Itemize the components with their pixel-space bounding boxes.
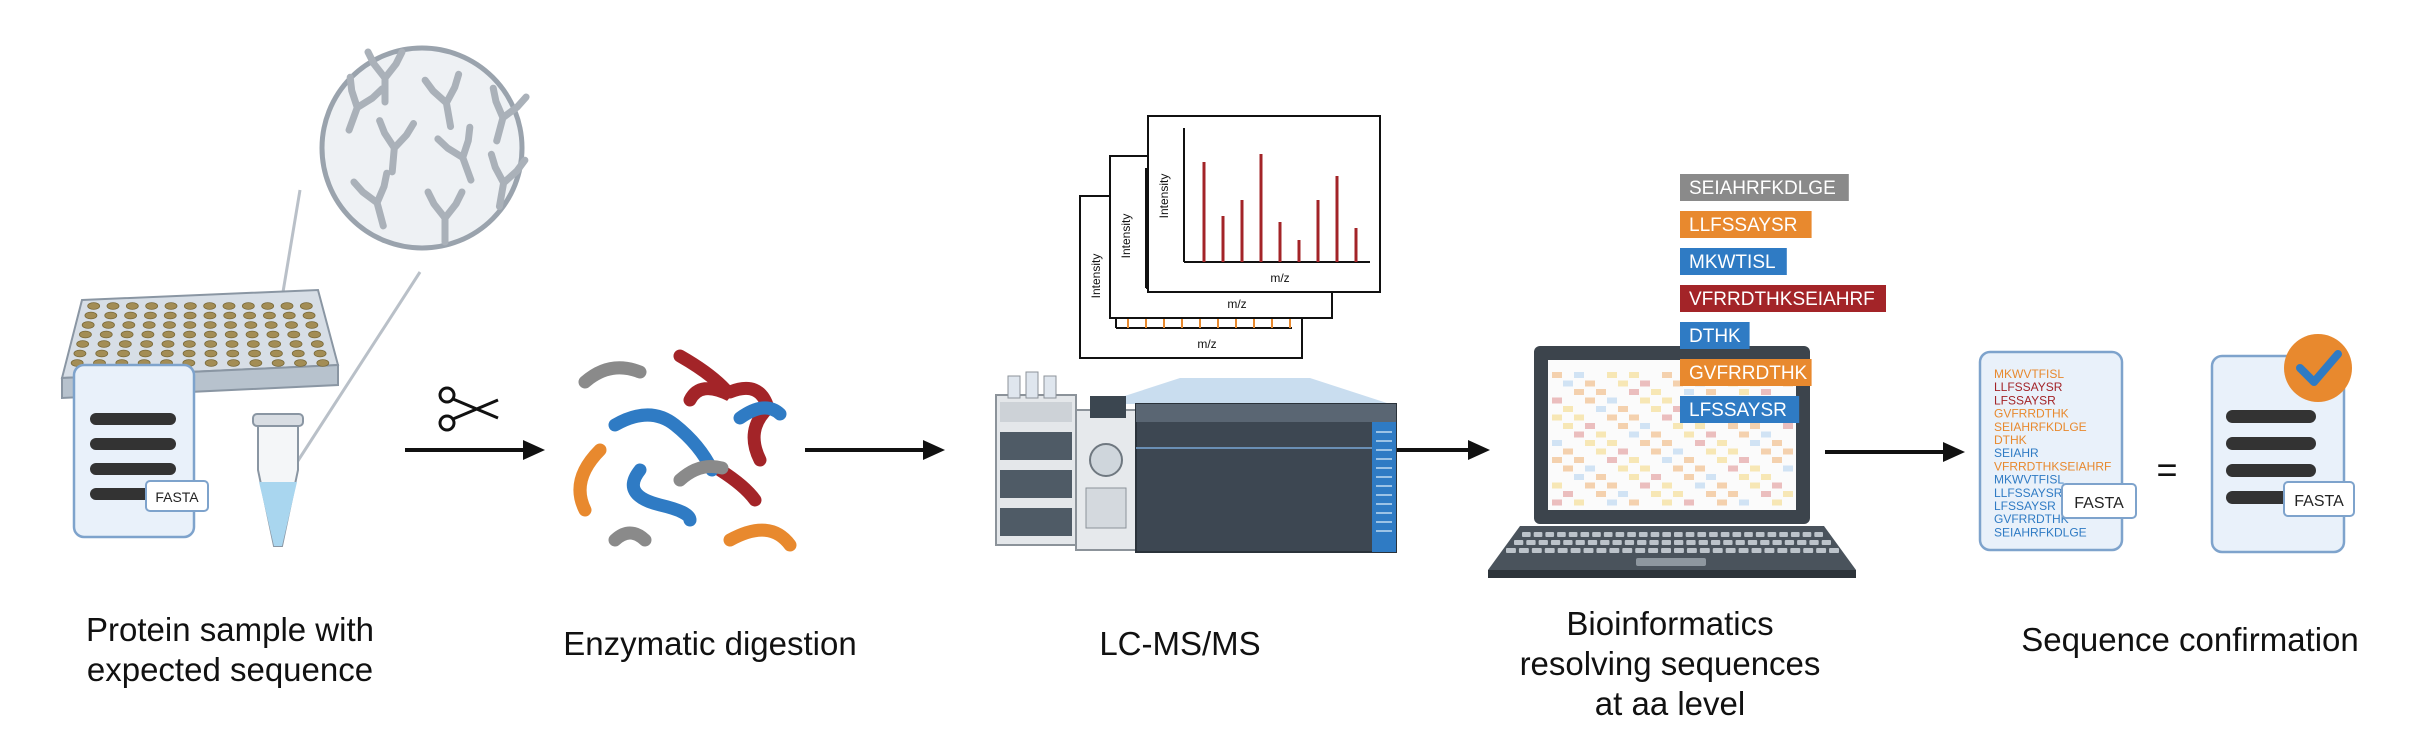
peptide-tag (1680, 285, 1886, 312)
peptide-fragment (733, 401, 787, 425)
peptide-fragment (723, 523, 797, 552)
peptide-tag (1680, 248, 1787, 275)
antibody-icon (345, 73, 386, 134)
peptide-tag-text: LFSSAYSR (1689, 400, 1787, 421)
fasta-tag-3: FASTA (2294, 493, 2344, 510)
antibody-icon (376, 117, 418, 176)
peptide-tag-text: DTHK (1689, 326, 1741, 347)
peptide-tag-text: GVFRRDTHK (1689, 363, 1808, 384)
antibody-icon (424, 188, 466, 246)
peptide-tag-list: SEIAHRFKDLGE LLFSSAYSR MKWTISL VFRRDTHKSEIA… (1680, 174, 1886, 423)
fasta-tag-2: FASTA (2074, 495, 2124, 512)
confirmed-document: FASTA (2210, 334, 2355, 554)
well-plate (60, 288, 340, 400)
stage-label-sequence-confirmation: Sequence confirmation (1990, 620, 2390, 660)
arrow-head (1943, 442, 1965, 462)
arrow-head (1468, 440, 1490, 460)
document-panel: FASTA (72, 363, 209, 539)
peptide-fragment (578, 361, 647, 389)
antibody-icon (434, 123, 475, 184)
peptide-tag (1680, 359, 1812, 386)
stage-label-bioinformatics: Bioinformatics resolving sequences at aa… (1490, 604, 1850, 724)
antibody-icon (489, 84, 530, 145)
spectrum-xlabel: m/z (1227, 297, 1246, 311)
stage-label-line: LC-MS/MS (1099, 625, 1261, 662)
stage-label-line: resolving sequences (1519, 645, 1821, 682)
spectrum-xlabel: m/z (1270, 271, 1289, 285)
stage-label-line: Sequence confirmation (2021, 621, 2359, 658)
peptide-tag (1680, 211, 1812, 238)
spectrum-ylabel: Intensity (1089, 254, 1103, 299)
peptide-fragment (626, 463, 697, 527)
peptide-tag-text: LLFSSAYSR (1689, 215, 1797, 236)
peptide-tag (1680, 174, 1849, 201)
stage-label-enzymatic-digestion: Enzymatic digestion (520, 624, 900, 664)
peptide-fragment (673, 460, 729, 487)
sequence-entry: SEIAHR (1994, 446, 2039, 460)
sequence-entry: DTHK (1994, 433, 2027, 447)
antibody-icon (421, 70, 463, 131)
spectrum-ylabel: Intensity (1157, 174, 1171, 219)
sequence-entry: LLFSSAYSR (1994, 486, 2063, 500)
stage-label-line: Bioinformatics (1566, 605, 1774, 642)
peptide-tag-text: MKWTISL (1689, 252, 1776, 273)
sequence-entry: MKWVTFISL (1994, 367, 2064, 381)
checkmark-icon (2296, 350, 2342, 386)
laptop (1488, 346, 1856, 578)
peptide-fragment (723, 382, 776, 467)
scissors-icon (438, 386, 499, 432)
peptide-fragments (573, 349, 797, 552)
peptide-tag-text: VFRRDTHKSEIAHRF (1689, 289, 1875, 310)
antibody-magnifier (266, 45, 530, 471)
sequence-entry: GVFRRDTHK (1994, 407, 2069, 421)
stage-label-line: expected sequence (86, 651, 374, 688)
peptide-fragment (608, 408, 719, 477)
antibody-icon (487, 150, 529, 211)
spectrum-card: Intensity m/z (1147, 115, 1381, 293)
sequence-entry: SEIAHRFKDLGE (1994, 525, 2087, 539)
equals-sign: = (2156, 449, 2177, 490)
lc-ms-instrument (995, 371, 1397, 553)
sequence-document: MKWVTFISLLLFSSAYSRLFSSAYSRGVFRRDTHKSEIAH… (1978, 350, 2137, 552)
sequence-entry: LLFSSAYSR (1994, 380, 2063, 394)
stage-label-protein-sample: Protein sample with expected sequence (40, 610, 420, 690)
peptide-tag (1680, 322, 1750, 349)
peptide-fragment (673, 349, 736, 407)
sequence-entry: LFSSAYSR (1994, 393, 2056, 407)
stage-label-line: Protein sample with (86, 611, 374, 648)
fasta-tag-1: FASTA (155, 489, 199, 505)
sequence-entry: SEIAHRFKDLGE (1994, 420, 2087, 434)
sequence-entry: VFRRDTHKSEIAHRF (1994, 459, 2111, 473)
peptide-fragment (713, 463, 762, 507)
stage-label-line: at aa level (1594, 685, 1746, 722)
sequence-entry: MKWVTFISL (1994, 473, 2064, 487)
sequence-entry: GVFRRDTHK (1994, 512, 2069, 526)
arrow-head (923, 440, 945, 460)
peptide-tag (1680, 396, 1800, 423)
stage-label-lc-ms: LC-MS/MS (1020, 624, 1340, 664)
stage-label-line: Enzymatic digestion (563, 625, 857, 662)
peptide-fragment (573, 443, 607, 517)
peptide-tag-text: SEIAHRFKDLGE (1689, 178, 1836, 199)
peptide-fragment (608, 526, 652, 547)
antibody-icon (350, 169, 391, 230)
spectrum-ylabel: Intensity (1119, 214, 1133, 259)
arrow-head (523, 440, 545, 460)
ms-spectra: Intensity m/z Intensity m/z Intensity m/z (1079, 115, 1381, 359)
spectrum-xlabel: m/z (1197, 337, 1216, 351)
sample-tube (252, 413, 304, 547)
sequence-entry: LFSSAYSR (1994, 499, 2056, 513)
